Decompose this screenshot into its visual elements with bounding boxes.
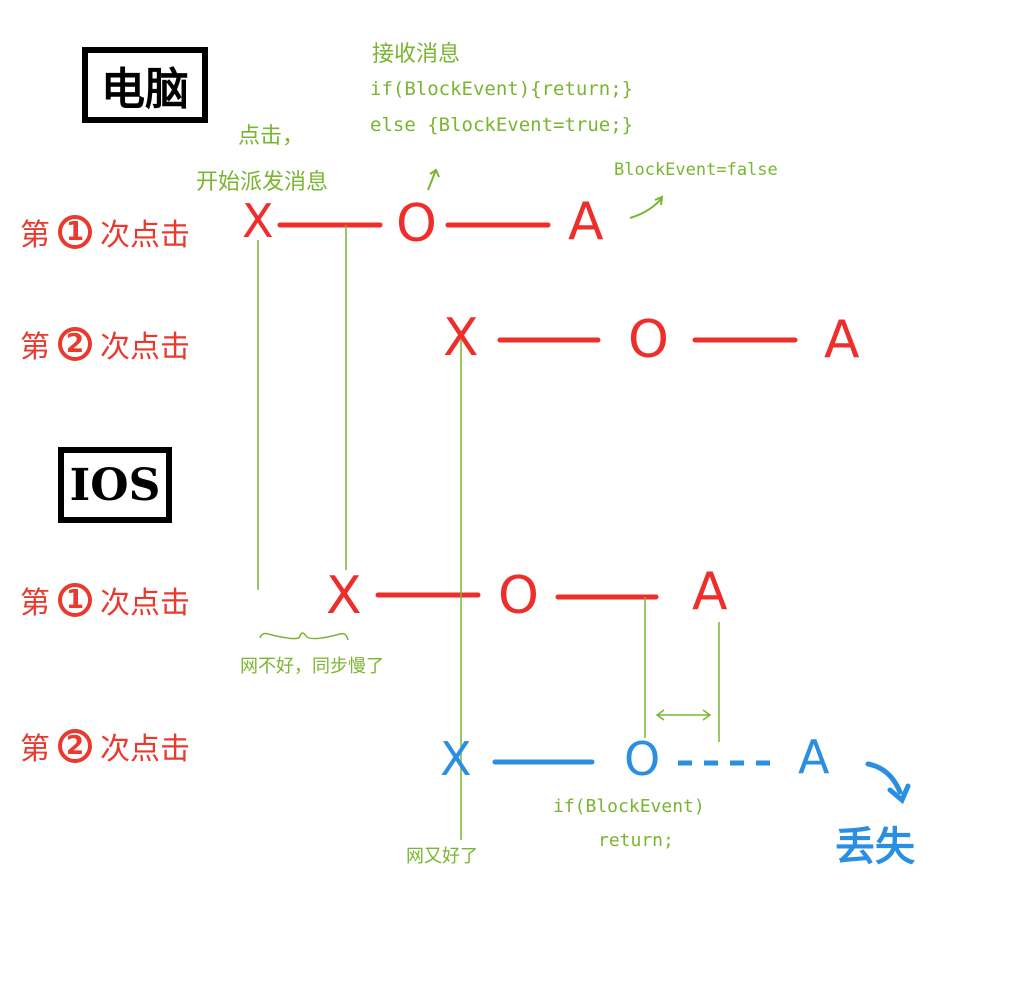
ios-header-text: IOS bbox=[69, 459, 161, 511]
row-prefix: 第 bbox=[20, 586, 50, 621]
row-suffix: 次点击 bbox=[100, 218, 190, 253]
pc-header-box: 电脑 bbox=[82, 47, 208, 123]
row-suffix: 次点击 bbox=[100, 732, 190, 767]
node-a: A bbox=[798, 730, 830, 784]
row-number-badge: 2 bbox=[58, 327, 92, 361]
row-label-ios-2: 第 2 次点击 bbox=[20, 724, 190, 768]
pc-header-text: 电脑 bbox=[101, 64, 189, 115]
slow-brace bbox=[259, 632, 349, 641]
note-cond-return: return; bbox=[598, 830, 674, 851]
row-suffix: 次点击 bbox=[100, 586, 190, 621]
row-prefix: 第 bbox=[20, 218, 50, 253]
node-x: X bbox=[440, 732, 472, 786]
node-o: O bbox=[396, 194, 437, 254]
node-o: O bbox=[624, 732, 661, 786]
blockfalse-arrow bbox=[629, 197, 663, 219]
ios-header-box: IOS bbox=[58, 447, 172, 523]
note-start-dispatch: 开始派发消息 bbox=[196, 170, 329, 195]
row-suffix: 次点击 bbox=[100, 330, 190, 365]
lost-arrow bbox=[865, 761, 903, 795]
note-cond-if: if(BlockEvent) bbox=[553, 796, 705, 817]
note-network-good: 网又好了 bbox=[406, 846, 478, 867]
note-receive-if: if(BlockEvent){return;} bbox=[370, 78, 634, 100]
node-o: O bbox=[628, 310, 669, 370]
row-label-pc-2: 第 2 次点击 bbox=[20, 322, 190, 366]
recv-up-arrow bbox=[427, 169, 437, 191]
note-blockevent-false: BlockEvent=false bbox=[614, 160, 778, 180]
note-click: 点击， bbox=[238, 124, 305, 149]
note-lost: 丢失 bbox=[835, 824, 915, 870]
row-number-badge: 1 bbox=[58, 583, 92, 617]
node-o: O bbox=[498, 566, 539, 626]
row-number-badge: 2 bbox=[58, 729, 92, 763]
note-receive-title: 接收消息 bbox=[372, 42, 461, 67]
node-x: X bbox=[326, 566, 362, 626]
node-x: X bbox=[443, 308, 479, 368]
note-slow-network: 网不好，同步慢了 bbox=[240, 656, 384, 677]
row-prefix: 第 bbox=[20, 330, 50, 365]
row-number-badge: 1 bbox=[58, 215, 92, 249]
row-label-pc-1: 第 1 次点击 bbox=[20, 210, 190, 254]
node-a: A bbox=[824, 310, 860, 370]
node-x: X bbox=[242, 194, 274, 248]
note-receive-else: else {BlockEvent=true;} bbox=[370, 114, 634, 136]
node-a: A bbox=[568, 192, 604, 252]
row-label-ios-1: 第 1 次点击 bbox=[20, 578, 190, 622]
node-a: A bbox=[692, 562, 728, 622]
row-prefix: 第 bbox=[20, 732, 50, 767]
